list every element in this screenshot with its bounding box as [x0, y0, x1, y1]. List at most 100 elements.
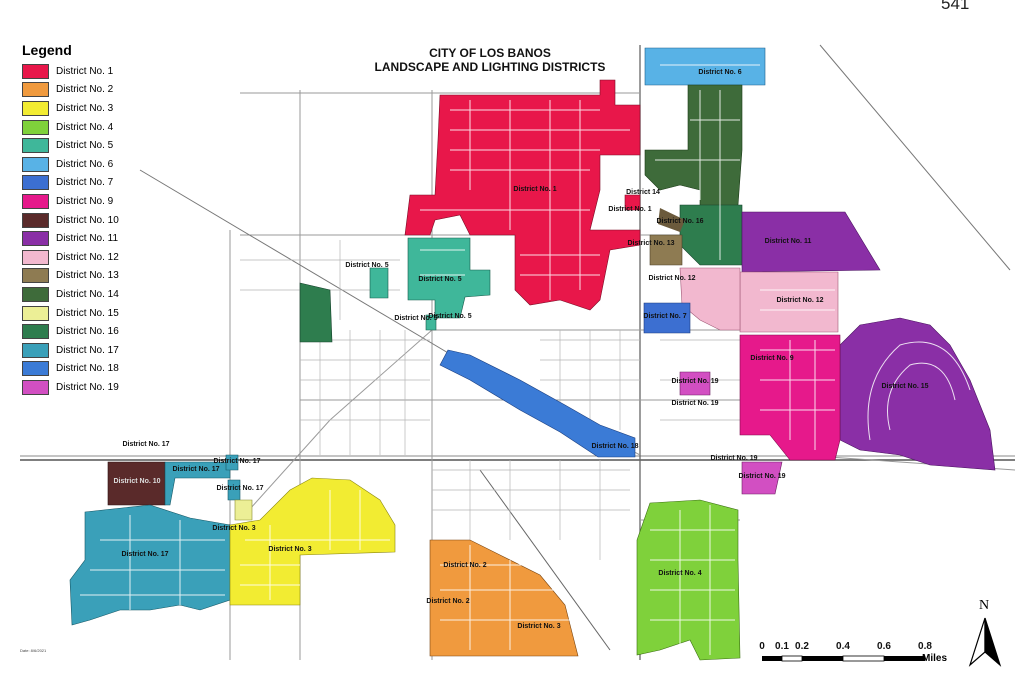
- district-19-area: [679, 371, 783, 495]
- scale-tick-0: 0: [759, 641, 765, 652]
- label-district-19-d: District No. 19: [738, 473, 786, 480]
- label-district-10: District No. 10: [113, 478, 161, 485]
- legend-swatch: [22, 379, 49, 395]
- legend-swatch: [22, 63, 49, 79]
- legend-item: District No. 1: [22, 62, 162, 81]
- north-label: N: [979, 598, 990, 613]
- legend-label: District No. 19: [56, 381, 119, 393]
- legend-label: District No. 7: [56, 177, 114, 189]
- legend-item: District No. 3: [22, 99, 162, 118]
- label-district-1-east: District No. 1: [608, 206, 652, 213]
- legend-label: District No. 2: [56, 84, 114, 96]
- legend-swatch: [22, 249, 49, 265]
- label-district-17-a: District No. 17: [122, 441, 170, 448]
- legend-label: District No. 9: [56, 195, 114, 207]
- label-district-15: District No. 15: [881, 383, 929, 390]
- label-district-17-e: District No. 17: [121, 551, 169, 558]
- legend-item: District No. 2: [22, 81, 162, 100]
- legend-swatch: [22, 286, 49, 302]
- district-13-area: [649, 208, 685, 266]
- label-district-19-b: District No. 19: [671, 400, 719, 407]
- district-street-lines: [80, 64, 971, 655]
- legend-item: District No. 11: [22, 229, 162, 248]
- label-district-3-west: District No. 3: [212, 525, 256, 532]
- legend-label: District No. 1: [56, 65, 114, 77]
- legend-item: District No. 5: [22, 136, 162, 155]
- legend-item: District No. 4: [22, 118, 162, 137]
- label-district-3-east: District No. 3: [268, 546, 312, 553]
- legend-swatch: [22, 361, 49, 377]
- map-title-line1: CITY OF LOS BANOS: [429, 46, 551, 60]
- label-district-5-south-b: District No. 5: [428, 313, 472, 320]
- label-district-9: District No. 9: [750, 355, 794, 362]
- legend-item: District No. 19: [22, 378, 162, 397]
- legend-swatch: [22, 305, 49, 321]
- label-district-16-north: District No. 16: [656, 218, 704, 225]
- label-district-4: District No. 4: [658, 570, 702, 577]
- legend-swatch: [22, 175, 49, 191]
- street-grid: [240, 240, 740, 560]
- label-district-17-c: District No. 17: [213, 458, 261, 465]
- legend-item: District No. 9: [22, 192, 162, 211]
- label-district-12-west: District No. 12: [648, 275, 696, 282]
- district-6-area: [644, 47, 766, 86]
- map-title-line2: LANDSCAPE AND LIGHTING DISTRICTS: [374, 60, 606, 74]
- legend-label: District No. 15: [56, 307, 119, 319]
- legend-item: District No. 10: [22, 211, 162, 230]
- legend-label: District No. 6: [56, 158, 114, 170]
- label-district-19-a: District No. 19: [671, 378, 719, 385]
- legend-items: District No. 1 District No. 2 District No.…: [22, 62, 162, 397]
- legend-item: District No. 12: [22, 248, 162, 267]
- label-district-6: District No. 6: [698, 69, 742, 76]
- page-number: 541: [941, 0, 970, 13]
- district-5-area: [369, 237, 491, 331]
- legend-label: District No. 10: [56, 214, 119, 226]
- district-1-area: [404, 79, 641, 311]
- scale-tick-0-4: 0.4: [836, 641, 850, 652]
- legend-swatch: [22, 119, 49, 135]
- label-district-7: District No. 7: [643, 313, 687, 320]
- label-district-19-c: District No. 19: [710, 455, 758, 462]
- legend-item: District No. 13: [22, 267, 162, 286]
- legend-label: District No. 13: [56, 270, 119, 282]
- legend-label: District No. 14: [56, 288, 119, 300]
- label-district-5-west: District No. 5: [345, 262, 389, 269]
- legend-item: District No. 6: [22, 155, 162, 174]
- district-15-area: [234, 499, 253, 521]
- label-district-17-b: District No. 17: [172, 466, 220, 473]
- district-3-area: [229, 477, 396, 606]
- legend-label: District No. 5: [56, 140, 114, 152]
- label-district-18: District No. 18: [591, 443, 639, 450]
- legend-item: District No. 15: [22, 304, 162, 323]
- district-7-area: [643, 302, 691, 334]
- legend-label: District No. 16: [56, 326, 119, 338]
- legend-swatch: [22, 100, 49, 116]
- label-district-13: District No. 13: [627, 240, 675, 247]
- scale-tick-0-2: 0.2: [795, 641, 809, 652]
- district-18-area: [439, 349, 636, 458]
- legend-label: District No. 12: [56, 251, 119, 263]
- legend-item: District No. 14: [22, 285, 162, 304]
- date-note: Date: 8/6/2021: [20, 648, 47, 653]
- scale-tick-0-6: 0.6: [877, 641, 891, 652]
- legend-label: District No. 17: [56, 344, 119, 356]
- map-title: CITY OF LOS BANOS LANDSCAPE AND LIGHTING…: [330, 46, 650, 74]
- scale-tick-0-1: 0.1: [775, 641, 789, 652]
- scale-bar-graphic: [762, 655, 925, 662]
- legend-swatch: [22, 231, 49, 247]
- label-district-5-center: District No. 5: [418, 276, 462, 283]
- label-district-17-d: District No. 17: [216, 485, 264, 492]
- legend-swatch: [22, 268, 49, 284]
- label-district-14: District 14: [626, 189, 660, 196]
- label-district-11: District No. 11: [764, 238, 812, 245]
- legend-swatch: [22, 212, 49, 228]
- legend-label: District No. 4: [56, 121, 114, 133]
- district-11-area: [741, 211, 996, 471]
- legend-swatch: [22, 138, 49, 154]
- legend-label: District No. 18: [56, 363, 119, 375]
- legend-item: District No. 17: [22, 341, 162, 360]
- legend-label: District No. 3: [56, 102, 114, 114]
- scale-units: Miles: [922, 653, 948, 664]
